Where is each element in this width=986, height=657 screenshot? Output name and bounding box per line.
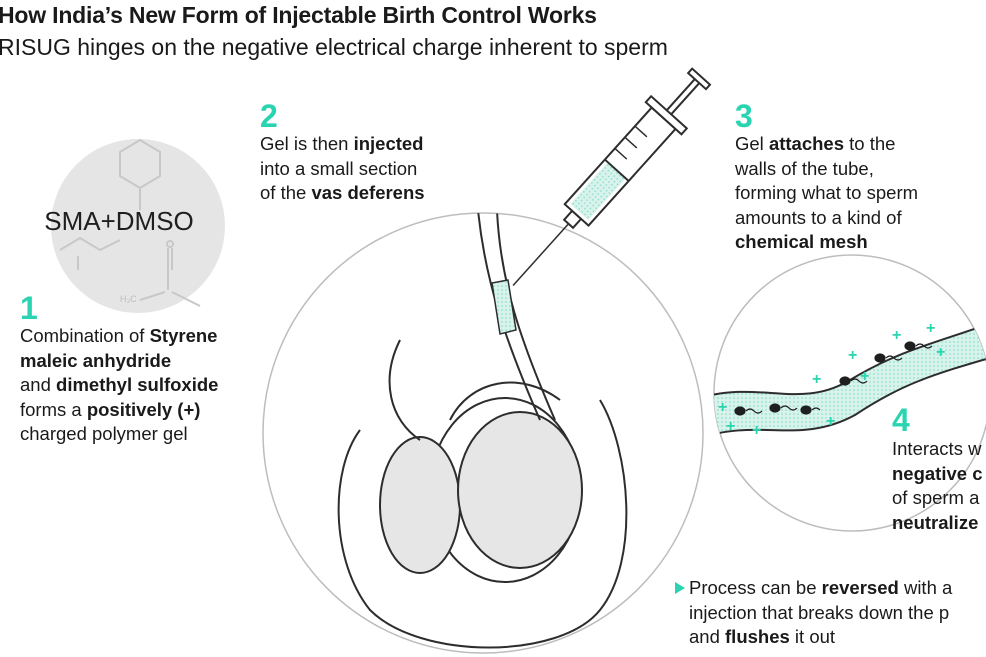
step-1-text: Combination of Styrene maleic anhydride … [20,324,218,447]
formula-label: SMA+DMSO [44,206,194,236]
step-2-text: Gel is then injected into a small sectio… [260,132,425,206]
scrotum-outline [337,399,628,649]
formula-circle: H₃C [51,138,225,313]
step-line: Gel is then injected [260,133,424,154]
step-line: amounts to a kind of [735,206,902,228]
gel-section [491,279,517,335]
step-line: negative c [892,462,983,484]
step-line: of sperm a [892,487,980,508]
svg-text:+: + [812,371,821,388]
step-line: Interacts w [892,438,982,459]
syringe [512,67,712,286]
svg-text:+: + [752,422,761,439]
step-line: forms a positively (+) [20,398,201,420]
note-line: injection that breaks down the p [689,601,950,623]
note-line: Process can be reversed with a [689,577,953,598]
anatomy-circle [262,212,704,654]
step-3-text: Gel attaches to the walls of the tube, f… [735,132,918,255]
page-title: How India’s New Form of Injectable Birth… [0,2,597,28]
svg-text:+: + [936,344,945,361]
note-line: and flushes it out [689,626,836,647]
zoom-circle: + + + + + + + + + + [713,254,986,532]
step-line: neutralize [892,511,979,533]
svg-text:+: + [718,399,727,416]
step-line: charged polymer gel [20,423,188,444]
svg-text:+: + [926,320,935,337]
step-4-text: Interacts w negative c of sperm a neutra… [892,437,983,535]
step-line: chemical mesh [735,231,868,252]
svg-text:+: + [826,413,835,430]
molecule-sketch [59,138,201,307]
step-line: maleic anhydride [20,349,172,371]
svg-text:+: + [726,418,735,435]
step-line: and dimethyl sulfoxide [20,374,219,395]
step-3-number: 3 [735,98,753,134]
sperm-tails [745,343,933,414]
positive-charges: + + + + + + + + + + [718,320,945,439]
step-line: of the vas deferens [260,182,425,203]
needle [512,221,571,286]
step-2-number: 2 [260,98,278,134]
triangle-bullet-icon [675,582,685,594]
step-line: forming what to sperm [735,182,919,203]
svg-text:+: + [892,327,901,344]
step-line: Combination of Styrene [20,325,218,346]
step-4-number: 4 [892,402,910,438]
page-subtitle: RISUG hinges on the negative electrical … [0,34,668,60]
svg-text:+: + [860,368,869,385]
step-line: walls of the tube, [735,157,874,179]
step-1-number: 1 [20,290,38,326]
atom-label: H₃C [120,294,137,304]
syringe-plunger [686,67,712,91]
step-line: into a small section [260,157,418,179]
svg-text:+: + [848,347,857,364]
step-line: Gel attaches to the [735,133,896,154]
sperm-cells [734,341,916,416]
